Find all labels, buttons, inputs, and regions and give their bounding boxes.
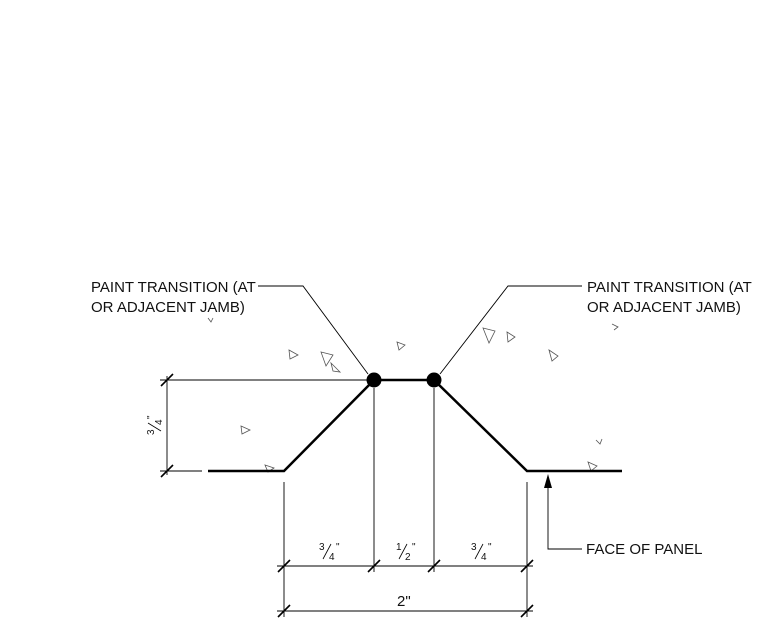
center-flat-den: 2 bbox=[405, 552, 411, 563]
depth-dimension-label: 3 4 " bbox=[146, 415, 165, 435]
overall-dimension bbox=[277, 604, 534, 618]
depth-unit: " bbox=[146, 415, 157, 419]
face-of-panel-arrow bbox=[544, 474, 552, 488]
callout-left-line1: PAINT TRANSITION (AT bbox=[91, 279, 256, 296]
paint-transition-dot-left bbox=[366, 372, 382, 388]
dim-center-flat: 1 2 " bbox=[396, 542, 416, 563]
right-slope-num: 3 bbox=[471, 542, 477, 553]
callout-right-line2: OR ADJACENT JAMB) bbox=[587, 299, 741, 316]
depth-den: 4 bbox=[154, 419, 165, 425]
left-slope-num: 3 bbox=[319, 542, 325, 553]
depth-dimension bbox=[160, 373, 368, 478]
overall-dimension-label: 2" bbox=[397, 593, 411, 610]
extension-lines bbox=[283, 388, 528, 617]
right-slope-unit: " bbox=[488, 542, 492, 553]
callout-left-line2: OR ADJACENT JAMB) bbox=[91, 299, 245, 316]
left-slope-den: 4 bbox=[329, 552, 335, 563]
callout-leader-left bbox=[258, 285, 369, 375]
paint-transition-dot-right bbox=[426, 372, 442, 388]
dim-left-slope: 3 4 " bbox=[319, 542, 340, 563]
callout-right-line1: PAINT TRANSITION (AT bbox=[587, 279, 752, 296]
face-of-panel-leader bbox=[547, 484, 582, 550]
reveal-profile bbox=[208, 378, 622, 473]
callout-leader-right bbox=[439, 285, 582, 375]
depth-num: 3 bbox=[146, 429, 157, 435]
left-slope-unit: " bbox=[336, 542, 340, 553]
right-slope-den: 4 bbox=[481, 552, 487, 563]
center-flat-unit: " bbox=[412, 542, 416, 553]
center-flat-num: 1 bbox=[396, 542, 402, 553]
aggregate-hatch bbox=[207, 317, 619, 473]
dim-right-slope: 3 4 " bbox=[471, 542, 492, 563]
face-of-panel-label: FACE OF PANEL bbox=[586, 541, 702, 558]
chain-dimension bbox=[277, 559, 534, 573]
